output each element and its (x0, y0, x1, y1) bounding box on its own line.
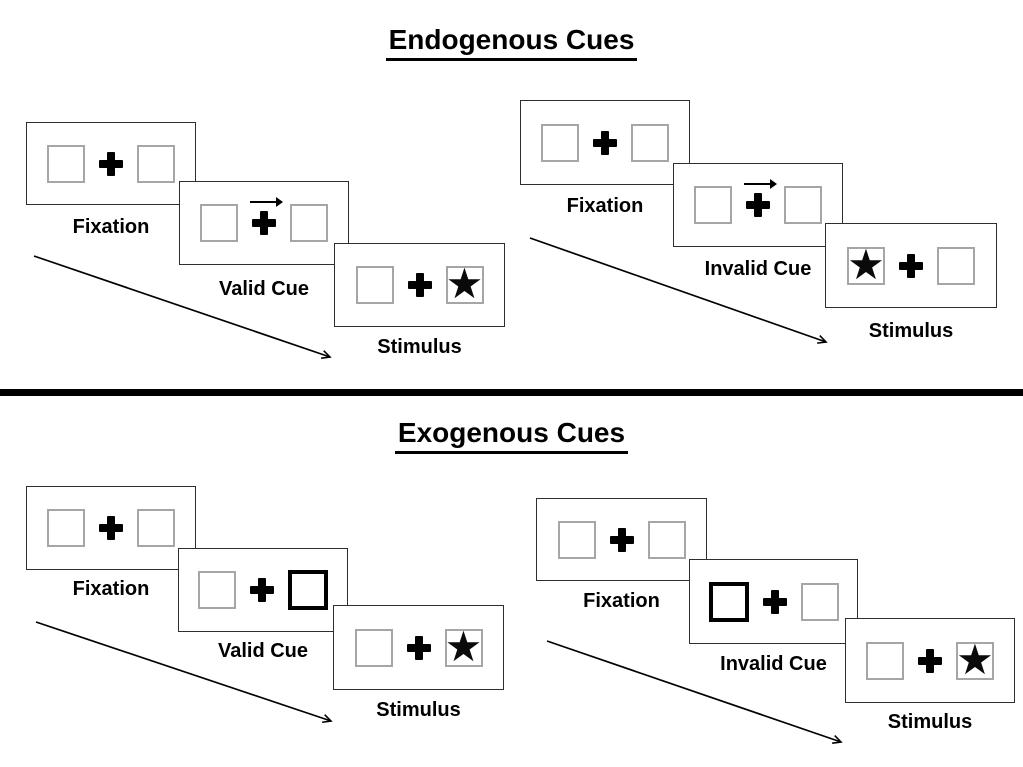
star-stimulus-box: ★ (956, 635, 994, 683)
star-stimulus-box: ★ (444, 622, 483, 670)
plus-shape (252, 211, 276, 235)
panel-label-stimulus: Stimulus (887, 711, 973, 733)
stimulus-panel: ★ (333, 605, 504, 690)
plus-shape (762, 589, 787, 614)
time-course-arrow-endogenous-valid (33, 255, 332, 359)
star-icon: ★ (956, 635, 994, 683)
section-title-endogenous: Endogenous Cues (0, 24, 1023, 61)
right-box (137, 144, 175, 183)
stimulus-panel: ★ (334, 243, 505, 327)
fixation-cross-icon (899, 253, 923, 278)
left-box (198, 571, 236, 609)
left-box (355, 266, 394, 304)
fixation-panel (26, 486, 196, 570)
plus-shape (99, 516, 123, 540)
panel-label-stimulus: Stimulus (377, 336, 462, 358)
fixation-panel (520, 100, 690, 185)
section-title-text: Exogenous Cues (394, 417, 629, 454)
left-box (47, 509, 85, 547)
right-box (784, 186, 822, 224)
fixation-cross-icon (609, 527, 634, 552)
left-box (200, 204, 238, 242)
stimulus-panel: ★ (825, 223, 997, 308)
fixation-cross-icon (99, 151, 123, 176)
valid-cue-panel (178, 548, 348, 632)
fixation-cross-icon (762, 589, 787, 614)
highlighted-left-box (708, 581, 749, 622)
time-course-arrow-endogenous-invalid (529, 237, 828, 344)
star-icon: ★ (445, 260, 484, 307)
right-arrow-cue-icon (250, 197, 283, 207)
right-box (937, 246, 975, 285)
fixation-cross-icon (593, 130, 617, 155)
time-course-arrow-exogenous-valid (35, 621, 333, 724)
panel-label-stimulus: Stimulus (868, 320, 954, 342)
left-box (354, 628, 393, 667)
star-stimulus-box: ★ (847, 240, 885, 288)
panel-label-valid-cue: Valid Cue (217, 640, 309, 662)
panel-label-stimulus: Stimulus (376, 699, 461, 721)
fixation-panel (536, 498, 707, 581)
left-box (866, 641, 904, 680)
invalid-cue-panel (673, 163, 843, 247)
left-box (541, 123, 579, 162)
plus-shape (746, 193, 770, 217)
stimulus-panel: ★ (845, 618, 1015, 703)
panel-label-fixation: Fixation (566, 195, 644, 217)
fixation-cross-icon (918, 648, 942, 673)
left-box (694, 186, 732, 224)
panel-label-invalid-cue: Invalid Cue (720, 653, 827, 675)
fixation-cross-icon (406, 635, 431, 660)
panel-label-invalid-cue: Invalid Cue (704, 258, 812, 280)
plus-shape (406, 635, 431, 660)
fixation-cross-icon (250, 197, 283, 235)
left-box (47, 144, 85, 183)
plus-shape (899, 253, 923, 278)
plus-shape (250, 578, 274, 602)
right-arrow-cue-icon (744, 179, 777, 189)
section-title-exogenous: Exogenous Cues (0, 417, 1023, 454)
right-box (647, 520, 686, 559)
fixation-cross-icon (744, 179, 777, 217)
plus-shape (99, 151, 123, 176)
fixation-cross-icon (407, 273, 432, 297)
valid-cue-panel (179, 181, 349, 265)
left-box (557, 520, 596, 559)
star-icon: ★ (847, 240, 885, 288)
highlighted-right-box (288, 570, 328, 610)
plus-shape (918, 648, 942, 673)
right-box (800, 582, 839, 621)
plus-shape (609, 527, 634, 552)
star-icon: ★ (444, 622, 483, 670)
panel-label-fixation: Fixation (72, 578, 150, 600)
invalid-cue-panel (689, 559, 858, 644)
right-box (631, 123, 669, 162)
right-box (290, 204, 328, 242)
section-divider (0, 389, 1023, 396)
star-stimulus-box: ★ (445, 260, 484, 307)
plus-shape (593, 130, 617, 155)
panel-label-valid-cue: Valid Cue (218, 278, 310, 300)
section-title-text: Endogenous Cues (385, 24, 638, 61)
fixation-panel (26, 122, 196, 205)
fixation-cross-icon (250, 578, 274, 602)
fixation-cross-icon (99, 516, 123, 540)
panel-label-fixation: Fixation (583, 590, 660, 612)
right-box (137, 509, 175, 547)
panel-label-fixation: Fixation (72, 216, 150, 238)
plus-shape (407, 273, 432, 297)
